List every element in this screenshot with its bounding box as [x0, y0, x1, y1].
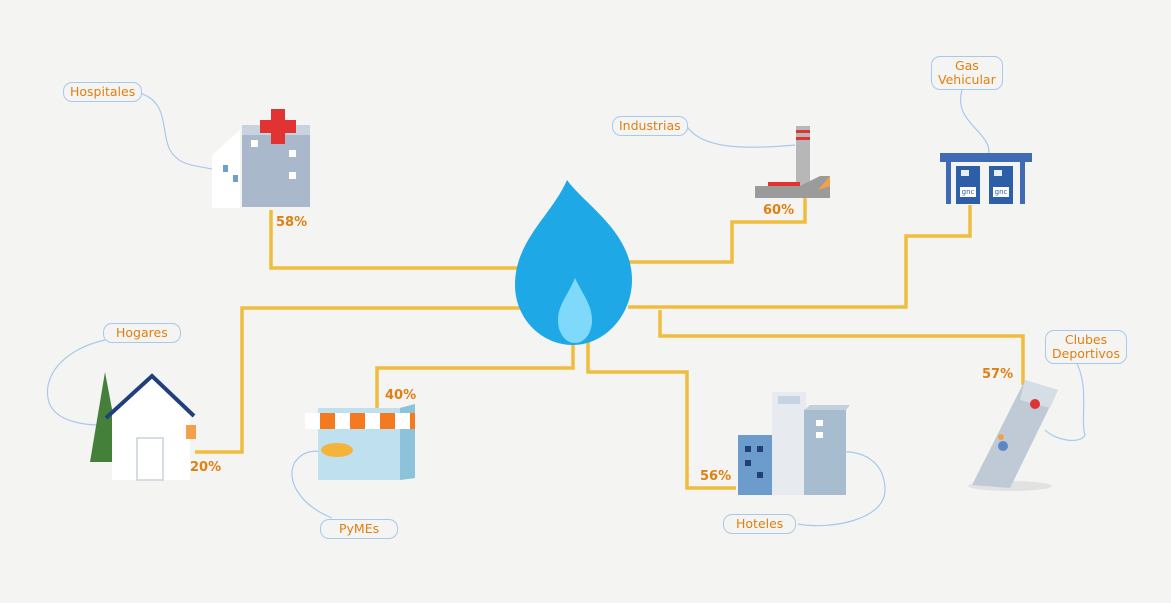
label-gas-vehicular: Gas Vehicular	[931, 56, 1003, 90]
gnc-sign-right: gnc	[994, 188, 1008, 196]
climbing-wall-icon	[968, 380, 1058, 491]
hotel-buildings-icon	[738, 392, 850, 495]
pct-hospitales: 58%	[276, 215, 308, 230]
label-industrias: Industrias	[612, 116, 688, 136]
leader-lines	[46, 89, 1086, 527]
gas-station-icon	[940, 153, 1032, 204]
label-gas-vehicular-line2: Vehicular	[938, 72, 996, 87]
label-pymes-text: PyMEs	[339, 521, 380, 536]
label-clubes-line1: Clubes	[1064, 332, 1108, 347]
label-hoteles: Hoteles	[723, 514, 797, 534]
pct-clubes-deportivos: 57%	[982, 367, 1014, 382]
connector-industrias	[628, 195, 807, 264]
label-hospitales: Hospitales	[63, 82, 143, 102]
label-gas-vehicular-line1: Gas	[954, 58, 979, 73]
leader-line-gas-vehicular	[960, 89, 990, 161]
leader-line-clubes	[1044, 359, 1086, 442]
gnc-sign-left: gnc	[961, 188, 975, 196]
pct-hogares: 20%	[190, 460, 222, 475]
pct-industrias: 60%	[763, 203, 795, 218]
factory-icon	[755, 126, 830, 198]
shop-icon	[305, 404, 415, 480]
gas-flame-icon	[515, 180, 632, 345]
leader-line-hospitales	[135, 91, 216, 171]
label-hospitales-text: Hospitales	[70, 84, 136, 99]
house-icon	[90, 372, 196, 481]
connector-hogares	[195, 306, 530, 454]
connector-lines	[195, 195, 1025, 490]
label-hogares-text: Hogares	[116, 325, 168, 340]
label-industrias-text: Industrias	[619, 118, 681, 133]
label-clubes-line2: Deportivos	[1052, 346, 1120, 361]
leader-line-hogares	[46, 339, 106, 426]
pct-hoteles: 56%	[700, 469, 732, 484]
label-hogares: Hogares	[103, 323, 181, 343]
leader-line-industrias	[685, 124, 796, 148]
leader-line-hoteles	[797, 451, 886, 527]
label-hoteles-text: Hoteles	[736, 516, 784, 531]
connector-pymes	[375, 340, 575, 408]
label-clubes-deportivos: Clubes Deportivos	[1045, 330, 1127, 364]
label-pymes: PyMEs	[320, 519, 399, 539]
connector-hoteles	[586, 340, 736, 490]
hospital-icon	[212, 109, 310, 208]
pct-pymes: 40%	[385, 388, 417, 403]
connector-hospitales	[269, 210, 522, 270]
connector-gas-vehicular	[628, 205, 972, 309]
connector-clubes	[658, 310, 1025, 385]
